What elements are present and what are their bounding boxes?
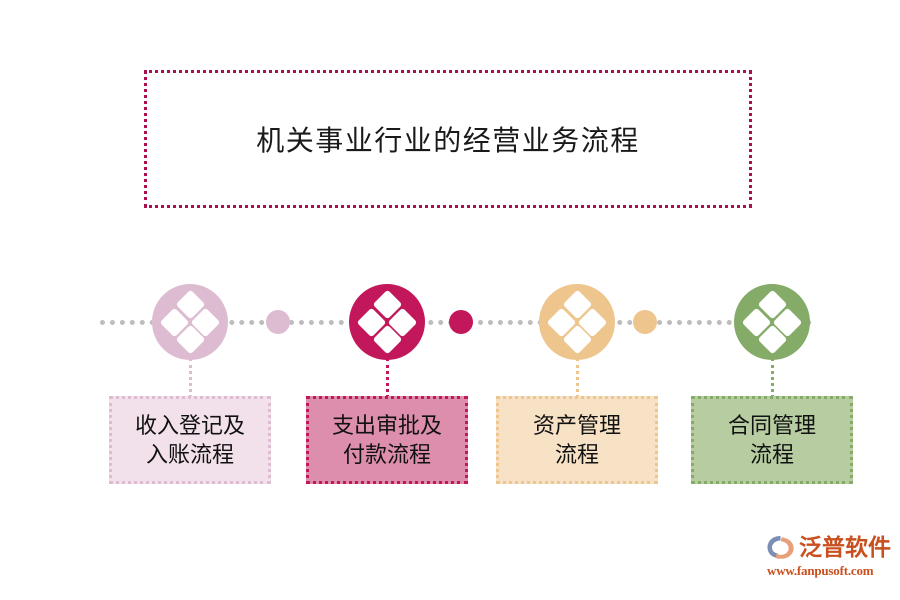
step-3-label: 资产管理 流程	[527, 411, 627, 469]
step-2-label-box[interactable]: 支出审批及 付款流程	[306, 396, 468, 484]
step-3-label-line2: 流程	[554, 442, 599, 467]
step-1-label-line2: 入账流程	[145, 442, 234, 467]
brand-url: www.fanpusoft.com	[767, 563, 874, 578]
step-2-label-line1: 支出审批及	[331, 412, 442, 438]
step-3-label-box[interactable]: 资产管理 流程	[496, 396, 658, 484]
process-step-4[interactable]: 合同管理 流程	[672, 0, 872, 600]
process-step-1[interactable]: 收入登记及 入账流程	[90, 0, 290, 600]
step-1-connector	[189, 358, 192, 398]
step-2-connector	[386, 358, 389, 398]
process-step-2[interactable]: 支出审批及 付款流程	[287, 0, 487, 600]
brand-watermark: 泛普软件 www.fanpusoft.com	[766, 534, 892, 590]
step-2-label: 支出审批及 付款流程	[326, 411, 448, 469]
page-title: 机关事业行业的经营业务流程	[256, 126, 640, 157]
step-1-label-box[interactable]: 收入登记及 入账流程	[109, 396, 271, 484]
rail-dot-3	[633, 310, 657, 334]
rail-dot-1	[266, 310, 290, 334]
step-2-label-line2: 付款流程	[342, 442, 431, 467]
process-step-3[interactable]: 资产管理 流程	[477, 0, 677, 600]
step-4-label-line1: 合同管理	[727, 412, 816, 438]
brand-name: 泛普软件	[799, 533, 891, 560]
brand-row: 泛普软件	[766, 534, 892, 560]
step-4-label: 合同管理 流程	[722, 411, 822, 469]
step-4-label-line2: 流程	[749, 442, 794, 467]
rail-dot-2	[449, 310, 473, 334]
step-1-label: 收入登记及 入账流程	[129, 411, 251, 469]
step-4-connector	[771, 358, 774, 398]
fanpu-logo-icon	[767, 536, 794, 559]
step-4-label-box[interactable]: 合同管理 流程	[691, 396, 853, 484]
step-3-connector	[576, 358, 579, 398]
step-1-label-line1: 收入登记及	[134, 412, 245, 438]
step-4-icon-circle[interactable]	[734, 284, 810, 360]
step-3-label-line1: 资产管理	[532, 412, 621, 438]
step-3-icon-circle[interactable]	[539, 284, 615, 360]
step-1-icon-circle[interactable]	[152, 284, 228, 360]
step-2-icon-circle[interactable]	[349, 284, 425, 360]
title-box: 机关事业行业的经营业务流程	[144, 70, 752, 208]
